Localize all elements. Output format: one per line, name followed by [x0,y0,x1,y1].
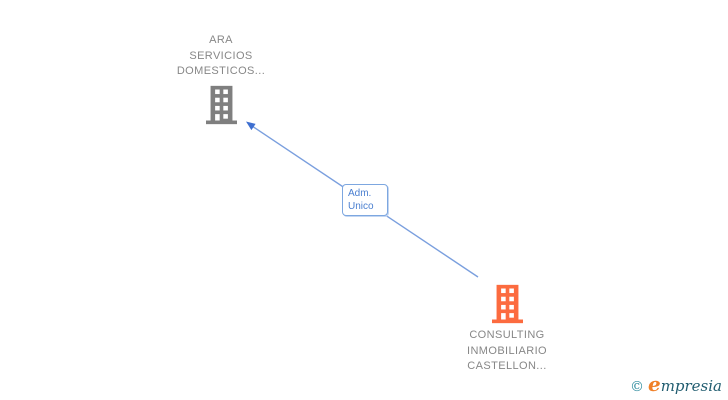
building-icon [205,85,237,124]
node-label-line: CONSULTING [469,329,545,341]
empresia-logo[interactable]: © e mpresia [630,374,722,395]
node-consulting-inmobiliario[interactable]: CONSULTING INMOBILIARIO CASTELLON... [427,284,587,375]
brand-name: mpresia [660,377,722,395]
edge-label-line: Adm. [348,188,372,199]
building-icon [491,284,523,324]
node-label: CONSULTING INMOBILIARIO CASTELLON... [467,328,547,375]
node-label-line: INMOBILIARIO [467,344,547,357]
copyright-icon: © [629,379,644,395]
edge-label-adm-unico: Adm. Unico [342,184,388,216]
node-label: ARA SERVICIOS DOMESTICOS... [177,33,265,80]
node-label-line: ARA [209,34,233,46]
node-ara-servicios[interactable]: ARA SERVICIOS DOMESTICOS... [141,33,301,125]
edge-label-line: Unico [348,201,374,212]
node-label-line: DOMESTICOS... [176,65,266,77]
node-label-line: CASTELLON... [467,360,547,372]
node-label-line: SERVICIOS [189,49,253,62]
brand-initial: e [647,372,661,396]
